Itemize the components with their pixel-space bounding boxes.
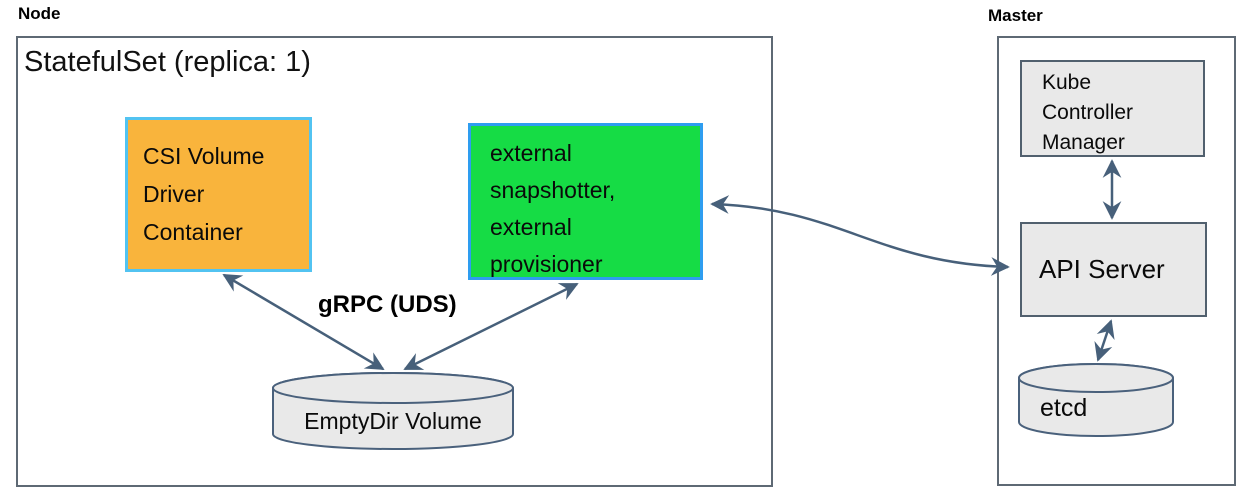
api-server-label: API Server [1039,254,1165,284]
csi-volume-driver-box: CSI Volume Driver Container [125,117,312,272]
kube-controller-manager-box: Kube Controller Manager [1020,60,1205,157]
api-server-box: API Server [1020,222,1207,317]
etcd-label: etcd [1040,394,1088,422]
master-label: Master [988,6,1043,25]
statefulset-label: StatefulSet (replica: 1) [24,46,311,78]
grpc-uds-label: gRPC (UDS) [318,291,457,318]
external-snapshotter-provisioner-box: external snapshotter, external provision… [468,123,703,280]
node-label: Node [18,4,61,23]
emptydir-volume-label: EmptyDir Volume [304,408,482,434]
